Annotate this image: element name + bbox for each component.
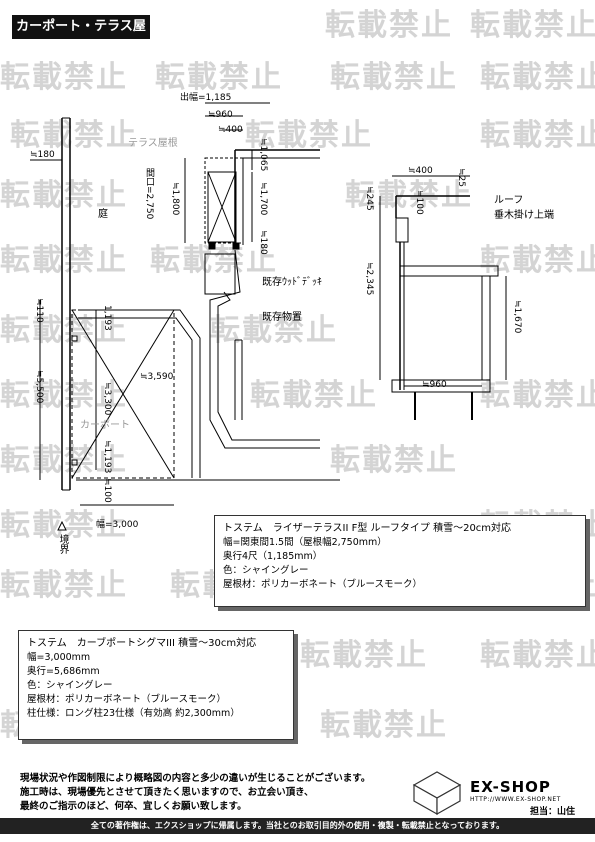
spec-carport-title: トステム カーブポートシグマIII 積雪〜30cm対応 xyxy=(27,638,257,649)
watermark-text: 転載禁止 xyxy=(480,378,595,413)
watermark-text: 転載禁止 xyxy=(480,118,595,153)
terrace-post xyxy=(232,242,240,250)
note-line: 最終のご指示のほど、何卒、宜しくお願い致します。 xyxy=(20,801,247,812)
watermark-text: 転載禁止 xyxy=(480,60,595,95)
staff-label: 担当：山住 xyxy=(530,807,576,817)
watermark-text: 転載禁止 xyxy=(480,638,595,673)
spec-carport-box: トステム カーブポートシグマIII 積雪〜30cm対応 幅=3,000mm 奥行… xyxy=(18,630,294,740)
spec-carport-line: 柱仕様：ロング柱23仕様（有効高 約2,300mm） xyxy=(27,708,240,719)
section-dim-960: ≒960 xyxy=(422,380,447,390)
spec-carport-line: 幅=3,000mm xyxy=(27,652,91,663)
watermark-text: 転載禁止 xyxy=(155,60,283,95)
watermark-text: 転載禁止 xyxy=(0,313,128,348)
dim-1800: ≒1,800 xyxy=(170,182,180,216)
carport-post xyxy=(71,459,78,466)
note-line: 施工時は、現場優先とさせて頂きたく思いますので、お立会い頂き、 xyxy=(20,787,314,798)
spec-terrace-line: 奥行4尺（1,185mm） xyxy=(223,551,323,562)
brand-name: EX-SHOP xyxy=(470,778,551,796)
dim-1193-top: 1,193 xyxy=(102,305,112,331)
roof-label: ルーフ xyxy=(494,195,524,206)
ex-shop-logo-icon xyxy=(412,771,462,816)
dim-bottom-100: ≒100 xyxy=(102,478,112,503)
section-deck-floor xyxy=(391,379,491,393)
carport-cross xyxy=(71,309,175,479)
terrace-roof-cross xyxy=(207,171,237,243)
spec-terrace-line: 屋根材：ポリカーボネート（ブルースモーク） xyxy=(223,579,423,590)
watermark-text: 転載禁止 xyxy=(10,118,138,153)
watermark-text: 転載禁止 xyxy=(330,60,458,95)
section-dim-400: ≒400 xyxy=(408,166,433,176)
watermark-text: 転載禁止 xyxy=(0,568,128,603)
dim-1700: ≒1,700 xyxy=(258,182,268,216)
dim-5500: ≒5,500 xyxy=(34,370,44,404)
rafter-label: 垂木掛け上端 xyxy=(494,210,554,221)
watermark-text: 転載禁止 xyxy=(325,8,453,43)
spec-carport-line: 屋根材：ポリカーボネート（ブルースモーク） xyxy=(27,694,227,705)
boundary-marker xyxy=(57,520,67,531)
carport-curve xyxy=(78,309,201,478)
watermark-text: 転載禁止 xyxy=(480,243,595,278)
terrace-roof-label: テラス屋根 xyxy=(128,138,178,149)
notes: 現場状況や作図制限により概略図の内容と多少の違いが生じることがございます。 施工… xyxy=(20,772,370,814)
section-dim-25: ≒25 xyxy=(456,168,466,188)
terrace-roof-outline xyxy=(204,157,244,244)
watermark-text: 転載禁止 xyxy=(250,378,378,413)
section-gutter xyxy=(395,217,409,243)
garden-label: 庭 xyxy=(98,209,108,220)
carport-curve xyxy=(78,317,193,478)
watermark-text: 転載禁止 xyxy=(300,638,428,673)
dim-left-180: ≒180 xyxy=(30,150,55,160)
brand-url: HTTP://WWW.EX-SHOP.NET xyxy=(470,796,561,803)
watermark-text: 転載禁止 xyxy=(0,60,128,95)
section-dim-1670: ≒1,670 xyxy=(512,300,522,334)
existing-deck-label: 既存ｳｯﾄﾞﾃﾞｯｷ xyxy=(262,277,322,288)
section-dim-2345: ≒2,345 xyxy=(364,262,374,296)
watermark-text: 転載禁止 xyxy=(0,378,128,413)
spec-terrace-title: トステム ライザーテラスII F型 ルーフタイプ 積雪〜20cm対応 xyxy=(223,523,512,534)
spec-carport-line: 色：シャイングレー xyxy=(27,680,113,691)
dim-1193-bottom: ≒1,193 xyxy=(102,440,112,474)
watermark-text: 転載禁止 xyxy=(0,443,128,478)
spec-terrace-line: 色：シャイングレー xyxy=(223,565,309,576)
dim-3590: ≒3,590 xyxy=(140,372,174,382)
dim-1065: ≒1,065 xyxy=(258,138,268,172)
dim-left-110: ≒110 xyxy=(34,298,44,323)
existing-storage xyxy=(209,249,320,449)
spec-terrace-box: トステム ライザーテラスII F型 ルーフタイプ 積雪〜20cm対応 幅=関東間… xyxy=(214,515,586,607)
page-title: カーポート・テラス屋根 xyxy=(12,15,150,58)
existing-deck xyxy=(204,253,236,295)
note-line: 現場状況や作図制限により概略図の内容と多少の違いが生じることがございます。 xyxy=(20,773,371,784)
section-dim-100: ≒100 xyxy=(414,190,424,215)
section-deck-top xyxy=(399,265,499,277)
dim-400: ≒400 xyxy=(218,125,243,135)
watermark-text: 転載禁止 xyxy=(0,243,128,278)
watermark-text: 転載禁止 xyxy=(320,708,448,743)
watermark-text: 転載禁止 xyxy=(210,313,338,348)
dim-960: ≒960 xyxy=(208,110,233,120)
existing-storage-label: 既存物置 xyxy=(262,312,302,323)
spec-carport-line: 奥行=5,686mm xyxy=(27,666,100,677)
watermark-text: 転載禁止 xyxy=(330,443,458,478)
dim-out-width: 出幅=1,185 xyxy=(180,93,232,103)
watermark-text: 転載禁止 xyxy=(0,178,128,213)
dim-maguchi: 間口=2,750 xyxy=(144,168,154,220)
terrace-roof-panel xyxy=(207,171,237,243)
watermark-text: 転載禁止 xyxy=(245,118,373,153)
terrace-post xyxy=(208,242,216,250)
dim-width-3000: 幅=3,000 xyxy=(96,520,139,530)
boundary-label: 境界 xyxy=(57,534,68,554)
section-dim-245: ≒245 xyxy=(364,186,374,211)
dim-bottom-180: ≒180 xyxy=(258,230,268,255)
footer-copyright: 全ての著作権は、エクスショップに帰属します。当社とのお取引目的外の使用・複製・転… xyxy=(0,818,595,834)
watermark-text: 転載禁止 xyxy=(470,8,595,43)
spec-terrace-line: 幅=関東間1.5間（屋根幅2,750mm） xyxy=(223,537,387,548)
dim-3300: ≒3,300 xyxy=(102,382,112,416)
carport-post xyxy=(71,335,78,342)
existing-storage xyxy=(217,291,320,441)
carport-label: カーポート xyxy=(80,420,130,431)
